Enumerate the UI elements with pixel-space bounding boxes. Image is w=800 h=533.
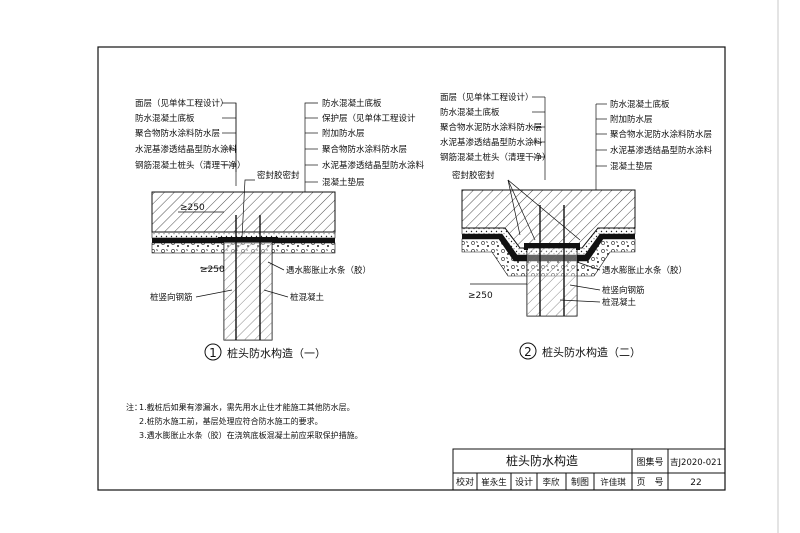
draw-label: 制图 [571, 476, 589, 488]
atlas-number: 吉J2020-021 [670, 458, 722, 468]
left-label-l2: 聚合物防水涂料防水层 [135, 128, 220, 139]
left-labels-right: 防水混凝土底板 保护层（见单体工程设计 附加防水层 聚合物防水涂料防水层 水泥基… [322, 98, 425, 188]
right-seal-label: 密封胶密封 [452, 170, 495, 181]
right-labels-right: 防水混凝土底板 附加防水层 聚合物水泥防水涂料防水层 水泥基渗透结晶型防水涂料 … [610, 99, 713, 172]
right-pile [526, 245, 578, 317]
right-label-l3: 水泥基渗透结晶型防水涂料 [440, 137, 543, 148]
sheet-border [97, 46, 726, 491]
left-label-r3: 聚合物防水涂料防水层 [322, 144, 407, 155]
left-number-circle [204, 343, 222, 361]
right-label-l2: 聚合物水泥防水涂料防水层 [440, 122, 542, 133]
left-labels-left: 面层（见单体工程设计） 防水混凝土底板 聚合物防水涂料防水层 水泥基渗透结晶型防… [135, 98, 246, 171]
right-label-l1: 防水混凝土底板 [440, 107, 500, 118]
right-dim: ≥250 [468, 291, 493, 301]
left-seal-label: 密封胶密封 [257, 170, 300, 181]
right-rebar-label: 桩竖向钢筋 [602, 285, 645, 296]
right-label-r1: 附加防水层 [610, 114, 653, 125]
right-label-r4: 混凝土垫层 [610, 161, 653, 172]
right-waterstop-label: 遇水膨胀止水条（胶） [602, 265, 687, 276]
right-title: 桩头防水构造（二） [542, 345, 641, 359]
title-block [452, 448, 726, 491]
left-label-r0: 防水混凝土底板 [322, 98, 382, 109]
left-dim-bottom: ≥250 [200, 265, 225, 275]
left-label-l4: 钢筋混凝土桩头（清理干净） [135, 160, 246, 171]
left-pile-label: 桩混凝土 [290, 292, 325, 303]
left-label-l3: 水泥基渗透结晶型防水涂料 [135, 144, 238, 155]
right-label-l4: 钢筋混凝土桩头（清理干净） [440, 152, 551, 163]
left-label-r2: 附加防水层 [322, 128, 365, 139]
page-number: 22 [690, 478, 701, 488]
note-2: 2.桩防水施工前，基层处理应符合防水施工的要求。 [139, 416, 323, 426]
checker-name: 崔永生 [481, 477, 507, 488]
detail-left [151, 102, 336, 341]
drawer-name: 许佳琪 [600, 477, 626, 488]
detail-right [461, 96, 636, 317]
design-label: 设计 [515, 476, 533, 488]
left-label-l1: 防水混凝土底板 [135, 113, 195, 124]
right-pile-label: 桩混凝土 [602, 297, 637, 308]
note-1: 1.截桩后如果有渗漏水，需先用水止住才能施工其他防水层。 [139, 402, 355, 412]
left-title: 桩头防水构造（一） [227, 346, 326, 360]
right-label-l0: 面层（见单体工程设计） [440, 92, 534, 103]
left-label-r5: 混凝土垫层 [322, 177, 365, 188]
note-3: 3.遇水膨胀止水条（胶）在浇筑底板混凝土前应采取保护措施。 [139, 430, 363, 440]
left-label-r4: 水泥基渗透结晶型防水涂料 [322, 160, 425, 171]
left-waterstop-label: 遇水膨胀止水条（胶） [286, 265, 371, 276]
notes-prefix: 注： [126, 402, 142, 412]
right-labels-left: 面层（见单体工程设计） 防水混凝土底板 聚合物水泥防水涂料防水层 水泥基渗透结晶… [440, 92, 551, 163]
right-number: 2 [524, 345, 532, 359]
designer-name: 李欣 [542, 477, 560, 488]
left-number: 1 [209, 346, 217, 360]
notes: 注： 1.截桩后如果有渗漏水，需先用水止住才能施工其他防水层。 2.桩防水施工前… [126, 402, 363, 440]
drawing-title: 桩头防水构造 [506, 453, 578, 468]
right-number-circle [519, 342, 537, 360]
right-label-r3: 水泥基渗透结晶型防水涂料 [610, 145, 713, 156]
right-label-r2: 聚合物水泥防水涂料防水层 [610, 129, 712, 140]
left-label-r1: 保护层（见单体工程设计 [322, 113, 416, 124]
check-label: 校对 [456, 476, 474, 488]
right-label-r0: 防水混凝土底板 [610, 99, 670, 110]
page-label: 页 号 [636, 477, 663, 488]
left-rebar-label: 桩竖向钢筋 [150, 292, 193, 303]
left-label-l0: 面层（见单体工程设计） [135, 98, 229, 109]
atlas-label: 图集号 [636, 456, 663, 468]
left-dim-top: ≥250 [180, 203, 205, 213]
